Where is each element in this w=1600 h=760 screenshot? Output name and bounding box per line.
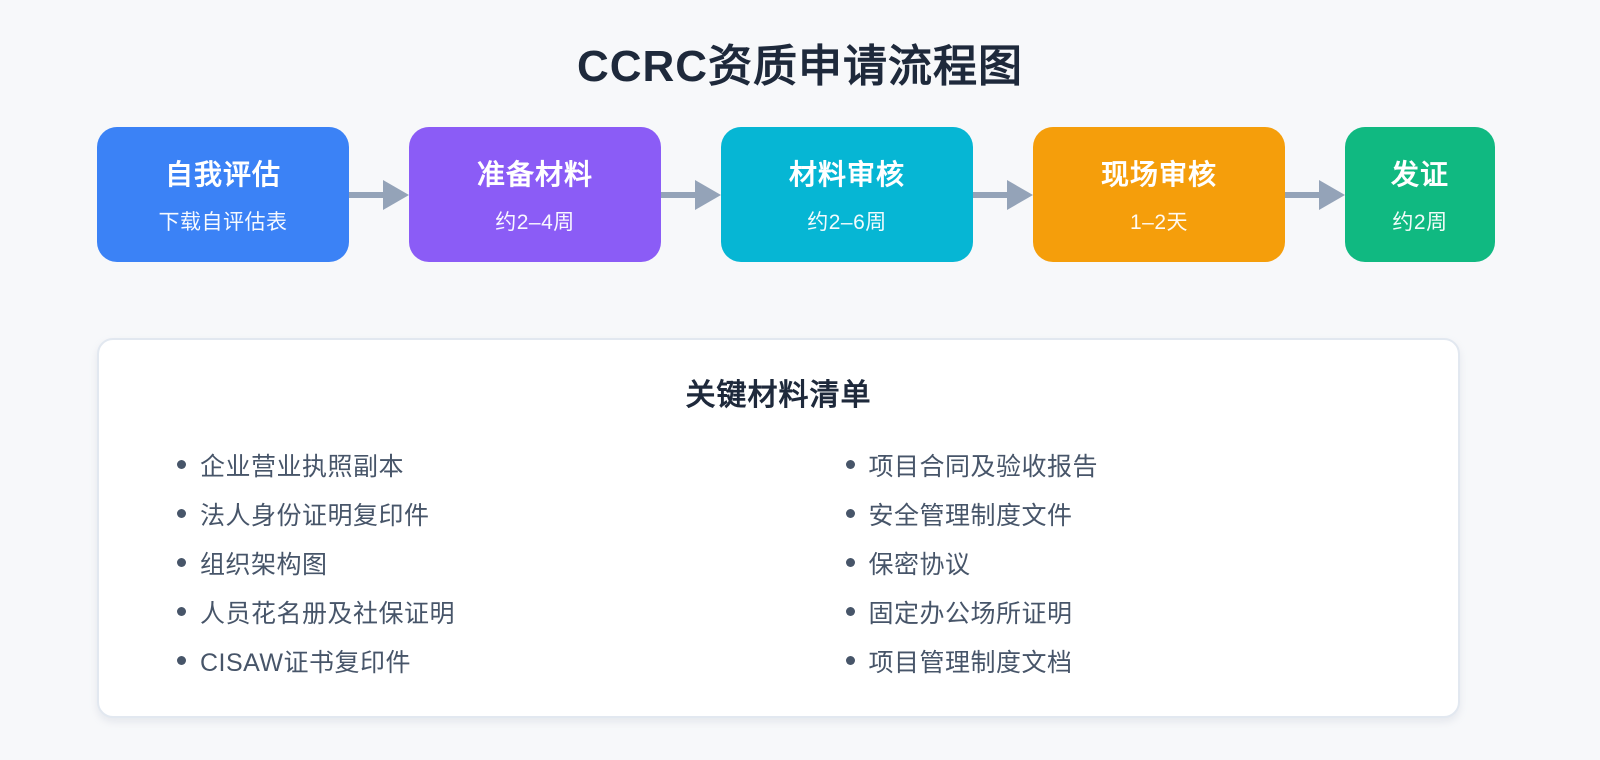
bullet-icon	[845, 509, 855, 518]
list-item: 人员花名册及社保证明	[177, 587, 779, 636]
list-item-text: 项目管理制度文档	[868, 648, 1073, 677]
flow-arrow	[1285, 179, 1345, 210]
list-item-text: 安全管理制度文件	[868, 501, 1073, 530]
list-item-text: 人员花名册及社保证明	[200, 599, 456, 628]
list-item: 组织架构图	[177, 538, 779, 587]
arrow-line	[349, 191, 383, 198]
bullet-icon	[845, 656, 855, 665]
list-item-text: CISAW证书复印件	[200, 648, 412, 677]
list-item: 保密协议	[845, 538, 1459, 587]
flow-step-4: 现场审核 1–2天	[1033, 127, 1285, 262]
list-item: 固定办公场所证明	[845, 587, 1459, 636]
list-item-text: 保密协议	[868, 550, 971, 579]
materials-columns: 企业营业执照副本法人身份证明复印件组织架构图人员花名册及社保证明 CISAW证书复…	[99, 440, 1458, 685]
bullet-icon	[177, 509, 186, 518]
bullet-icon	[845, 460, 855, 469]
materials-right-column: 项目合同及验收报告安全管理制度文件保密协议固定办公场所证明项目管理制度文档	[779, 440, 1459, 685]
flow-step-sublabel: 约2–4周	[495, 211, 575, 234]
flow-step-sublabel: 1–2天	[1129, 211, 1189, 234]
materials-title: 关键材料清单	[685, 379, 872, 412]
list-item-text: 固定办公场所证明	[868, 599, 1073, 628]
flow-step-label: 自我评估	[164, 159, 281, 190]
flow-step-label: 发证	[1390, 159, 1449, 190]
flow-step-3: 材料审核约2–6周	[721, 127, 973, 262]
list-item-text: 企业营业执照副本	[200, 452, 405, 481]
list-item: 项目合同及验收报告	[845, 440, 1459, 489]
arrow-line	[1285, 191, 1319, 198]
flow-step-2: 准备材料约2–4周	[409, 127, 661, 262]
list-item: 项目管理制度文档	[845, 636, 1459, 685]
list-item: 安全管理制度文件	[845, 489, 1459, 538]
flow-step-label: 现场审核	[1100, 159, 1217, 190]
flow-arrow	[973, 179, 1033, 210]
bullet-icon	[177, 656, 186, 665]
arrow-head-icon	[383, 179, 409, 210]
flow-step-sublabel: 约2周	[1392, 211, 1448, 234]
list-item-text: 组织架构图	[200, 550, 328, 579]
bullet-icon	[177, 558, 186, 567]
bullet-icon	[177, 607, 186, 616]
flow-step-sublabel: 约2–6周	[807, 211, 887, 234]
arrow-line	[661, 191, 695, 198]
list-item-text: 法人身份证明复印件	[200, 501, 430, 530]
flow-step-5: 发证约2周	[1345, 127, 1495, 262]
page-title: CCRC资质申请流程图	[576, 42, 1024, 91]
flow-arrow	[661, 179, 721, 210]
flow-step-1: 自我评估下载自评估表	[97, 127, 349, 262]
flow-arrow	[349, 179, 409, 210]
flow-step-sublabel: 下载自评估表	[158, 211, 288, 234]
list-item-text: 项目合同及验收报告	[868, 452, 1099, 481]
bullet-icon	[845, 558, 855, 567]
arrow-head-icon	[1007, 179, 1033, 210]
bullet-icon	[845, 607, 855, 616]
arrow-line	[973, 191, 1007, 198]
list-item: 企业营业执照副本	[177, 440, 779, 489]
bullet-icon	[177, 460, 186, 469]
flow-step-label: 准备材料	[476, 159, 593, 190]
materials-left-column: 企业营业执照副本法人身份证明复印件组织架构图人员花名册及社保证明 CISAW证书复…	[99, 440, 779, 685]
flow-step-label: 材料审核	[788, 159, 905, 190]
list-item: 法人身份证明复印件	[177, 489, 779, 538]
arrow-head-icon	[1319, 179, 1345, 210]
materials-card: 关键材料清单 企业营业执照副本法人身份证明复印件组织架构图人员花名册及社保证明 C…	[97, 338, 1460, 718]
arrow-head-icon	[695, 179, 721, 210]
list-item: CISAW证书复印件	[177, 636, 779, 685]
